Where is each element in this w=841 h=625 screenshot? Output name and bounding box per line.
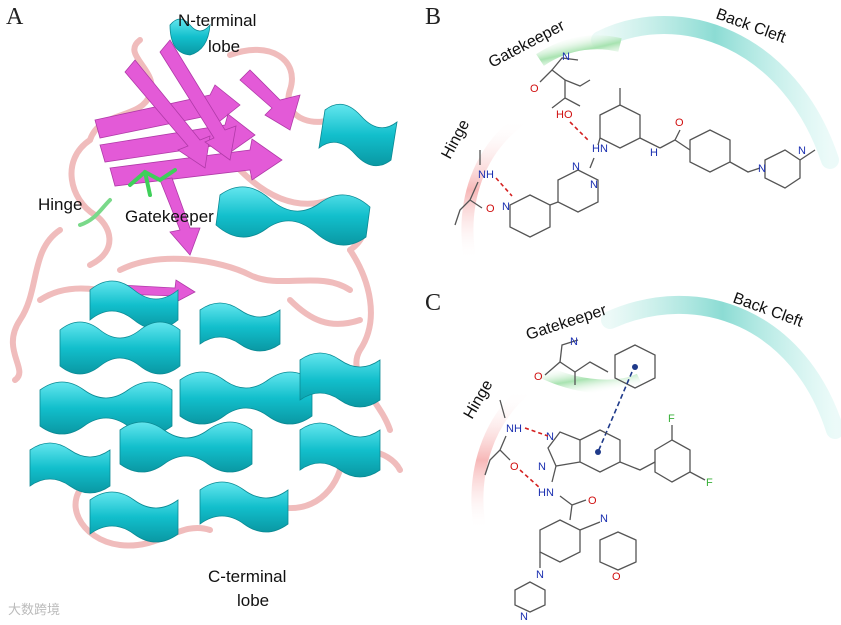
c-lobe-label-1: C-terminal xyxy=(208,567,286,586)
atom-n-pyr-2-b: N xyxy=(572,161,580,173)
panel-b: B Gatekeeper Back Cleft Hinge N O HO HN … xyxy=(425,4,839,261)
phenyl-centroid xyxy=(632,364,638,370)
c-lobe-label-2: lobe xyxy=(237,591,269,610)
atom-f-2-c: F xyxy=(706,477,713,489)
hbond-c-2 xyxy=(519,469,541,489)
panel-c: C Gatekeeper Back Cleft Hinge N O N N xyxy=(425,290,841,623)
pi-stack-line xyxy=(597,371,633,453)
hinge-label-b: Hinge xyxy=(439,117,474,162)
gatekeeper-arc-c xyxy=(536,363,644,394)
gatekeeper-label-a: Gatekeeper xyxy=(125,207,214,226)
panel-b-letter: B xyxy=(425,4,441,30)
atom-n-pip-2-b: N xyxy=(798,145,806,157)
panel-a-letter: A xyxy=(6,4,24,30)
atom-nh-hinge-c: NH xyxy=(506,423,522,435)
beta-sheets xyxy=(94,39,301,303)
gatekeeper-label-c: Gatekeeper xyxy=(524,302,609,344)
back-cleft-arc-b xyxy=(591,16,839,169)
atom-n-pyridine-b: N xyxy=(502,201,510,213)
atom-o-amide-b: O xyxy=(675,117,684,129)
watermark: 大数跨境 xyxy=(8,603,60,618)
atom-n-pip-1-c: N xyxy=(536,569,544,581)
molecule-b: N O HO HN N N N NH O H xyxy=(454,51,816,238)
atom-n-methyl-c: N xyxy=(570,336,578,348)
panel-a: A xyxy=(6,4,403,618)
hinge-arc-b xyxy=(461,115,524,261)
panel-c-letter: C xyxy=(425,290,441,316)
atom-n-pip-1-b: N xyxy=(758,163,766,175)
atom-o-hinge-b: O xyxy=(486,203,495,215)
atom-f-1-c: F xyxy=(668,413,675,425)
atom-o-top-c: O xyxy=(534,371,543,383)
atom-nh-indazole-c: N xyxy=(546,431,554,443)
gatekeeper-arc-b xyxy=(536,35,622,66)
indazole-centroid xyxy=(595,449,601,455)
atom-o-top-b: O xyxy=(530,83,539,95)
atom-n-pyr-1-b: N xyxy=(590,179,598,191)
hbond-b-1 xyxy=(569,121,589,141)
hbond-b-2 xyxy=(495,177,513,197)
hbond-c-1 xyxy=(524,427,549,437)
atom-nh-thp-c: N xyxy=(600,513,608,525)
n-lobe-label-1: N-terminal xyxy=(178,11,256,30)
back-cleft-arc-c xyxy=(601,295,841,439)
atom-n-methyl-b: N xyxy=(562,51,570,63)
n-lobe-label-2: lobe xyxy=(208,37,240,56)
atom-nh-hinge-b: NH xyxy=(478,169,494,181)
molecule-c: N O N N F F NH O HN xyxy=(484,336,713,623)
hinge-arc-c xyxy=(471,385,529,531)
hinge-label-c: Hinge xyxy=(461,377,497,422)
gatekeeper-residue xyxy=(78,168,177,227)
atom-ho-b: HO xyxy=(556,109,573,121)
atom-n-pip-2-c: N xyxy=(520,611,528,623)
atom-hn-amide-c: HN xyxy=(538,487,554,499)
atom-o-thp-c: O xyxy=(612,571,621,583)
alpha-helices xyxy=(29,18,398,543)
hinge-label-a: Hinge xyxy=(38,195,82,214)
atom-n-indazole-c: N xyxy=(538,461,546,473)
atom-o-hinge-c: O xyxy=(510,461,519,473)
atom-nh-aniline-b: HN xyxy=(592,143,608,155)
atom-o-amide-c: O xyxy=(588,495,597,507)
atom-nh-amide-b: H xyxy=(650,147,658,159)
